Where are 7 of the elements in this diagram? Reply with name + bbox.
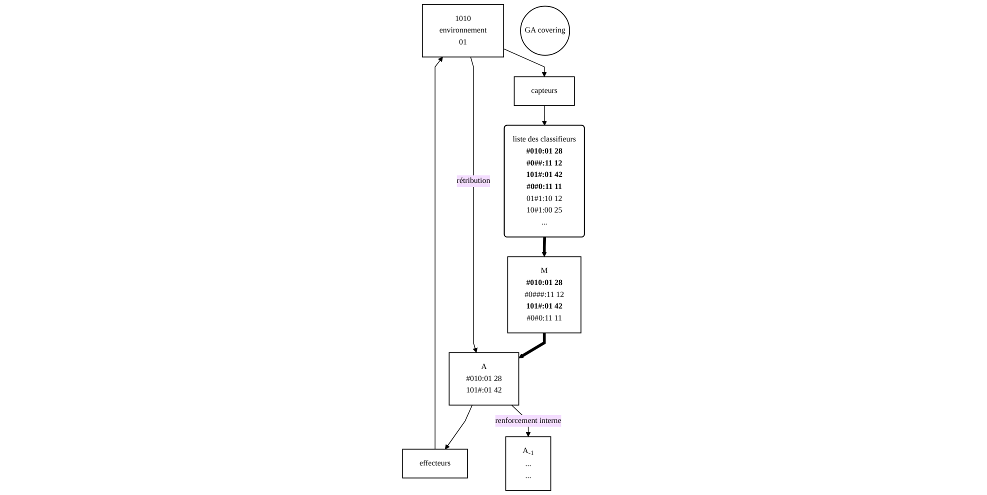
arrow <box>542 237 547 257</box>
arrow <box>470 56 478 353</box>
arrow <box>444 404 473 450</box>
arrow <box>542 105 547 126</box>
arrow <box>503 48 547 77</box>
arrow <box>518 332 546 358</box>
arrow <box>434 56 443 450</box>
